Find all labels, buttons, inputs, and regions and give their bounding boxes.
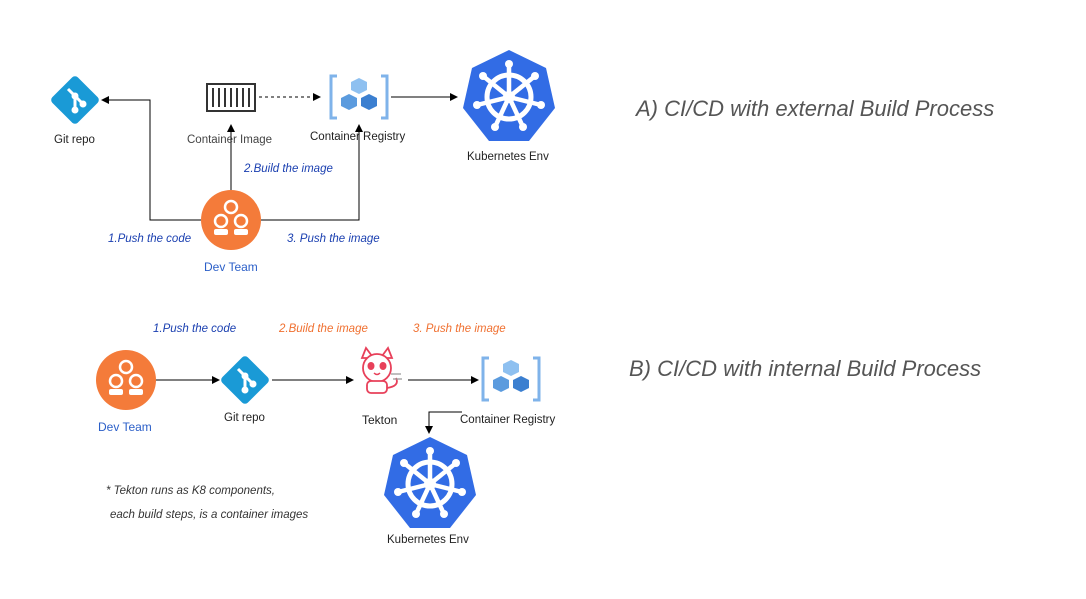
kubernetes-env-label: Kubernetes Env <box>467 151 549 163</box>
git-repo-label-b: Git repo <box>224 412 265 424</box>
container-image-icon <box>206 83 256 112</box>
container-registry-label: Container Registry <box>310 131 406 143</box>
edge-team-to-git <box>101 96 201 221</box>
edge-registry-to-k8s-b <box>425 411 462 434</box>
kubernetes-icon-b <box>384 437 476 528</box>
git-repo-label: Git repo <box>54 134 95 146</box>
footnote-line-2: each build steps, is a container images <box>110 509 309 521</box>
git-repo-icon-b <box>220 355 270 405</box>
step-build-image-label: 2.Build the image <box>244 163 333 175</box>
step-push-code-label-b: 1.Push the code <box>153 323 237 335</box>
git-repo-icon <box>50 75 100 125</box>
dev-team-icon-b <box>96 350 156 410</box>
step-push-image-label-b: 3. Push the image <box>413 323 506 335</box>
kubernetes-env-label-b: Kubernetes Env <box>387 534 469 546</box>
container-registry-label-b: Container Registry <box>460 414 556 426</box>
footnote-line-1: * Tekton runs as K8 components, <box>106 485 275 497</box>
dev-team-icon <box>201 190 261 250</box>
container-registry-icon <box>329 74 389 120</box>
step-push-image-label: 3. Push the image <box>287 233 380 245</box>
tekton-cat-icon <box>360 346 402 394</box>
diagram-b-title: B) CI/CD with internal Build Process <box>629 356 982 381</box>
step-push-code-label: 1.Push the code <box>108 233 192 245</box>
container-image-label: Container Image <box>187 134 273 146</box>
kubernetes-icon <box>463 50 555 141</box>
step-build-image-label-b: 2.Build the image <box>279 323 368 335</box>
dev-team-label-b: Dev Team <box>98 420 152 434</box>
container-registry-icon-b <box>481 356 541 402</box>
dev-team-label: Dev Team <box>204 260 258 274</box>
edge-team-to-registry <box>261 124 363 221</box>
diagram-a-title: A) CI/CD with external Build Process <box>636 96 995 121</box>
tekton-label: Tekton <box>362 413 398 427</box>
